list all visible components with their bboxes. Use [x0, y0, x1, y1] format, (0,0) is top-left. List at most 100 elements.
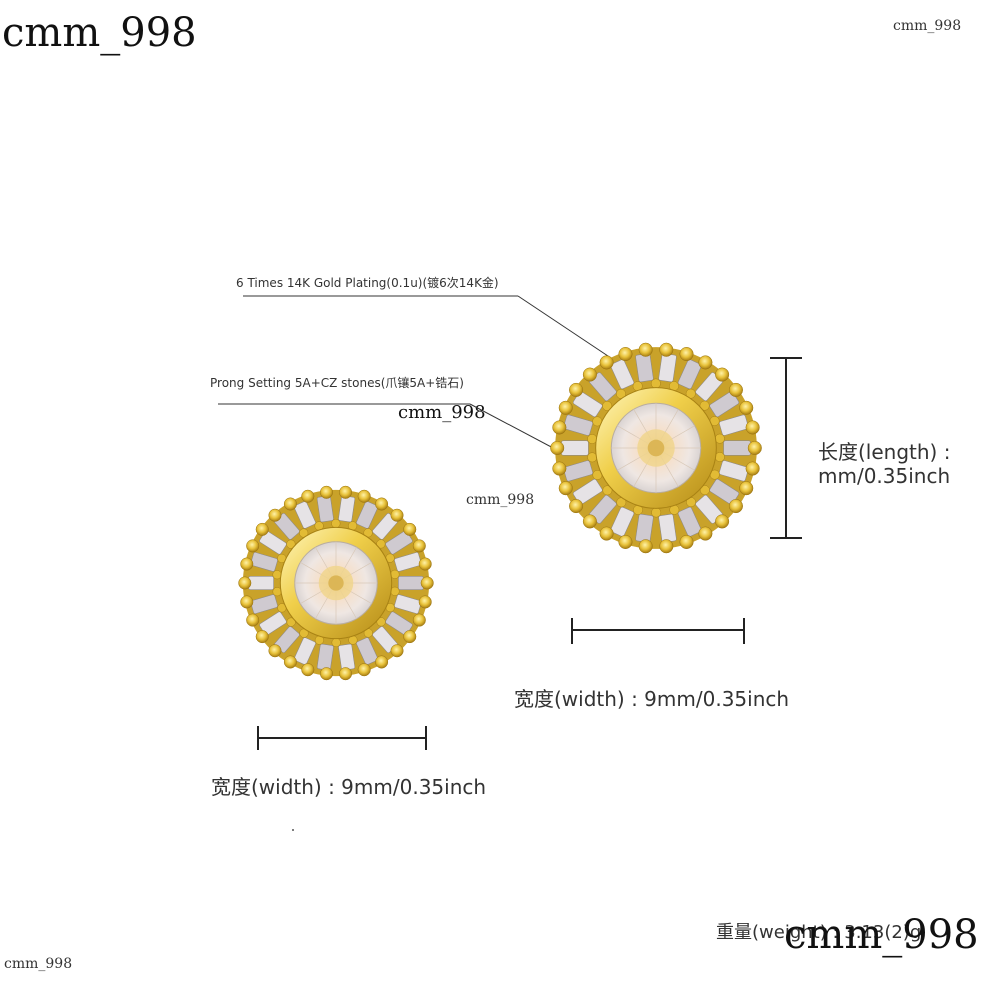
gold-prong-bead: [569, 382, 584, 397]
watermark-center-2: cmm_998: [466, 492, 535, 508]
plating-leader-line: [243, 295, 645, 381]
gold-prong-bead: [698, 526, 713, 541]
gold-prong-bead: [246, 613, 260, 627]
gold-prong-bead: [558, 481, 573, 496]
weight-label: 重量(weight) : 3.13(2)g: [716, 922, 922, 943]
gold-prong-bead: [745, 420, 760, 435]
gold-prong-bead: [357, 489, 371, 503]
gold-prong-bead: [728, 499, 743, 514]
pave-stone: [610, 506, 635, 537]
gold-prong-bead: [569, 499, 584, 514]
gold-prong-bead: [550, 440, 565, 456]
gold-prong-bead: [659, 342, 674, 357]
pave-stone: [293, 637, 316, 665]
gold-prong-bead: [745, 461, 760, 476]
gold-prong-bead: [390, 508, 404, 522]
gold-prong-bead: [390, 644, 404, 658]
width-right-dimension-line: [571, 618, 745, 644]
watermark-bottom-right: cmm_998: [784, 912, 979, 958]
gold-prong-bead: [319, 667, 333, 681]
gold-prong-bead: [599, 355, 614, 370]
gold-prong-bead: [739, 400, 754, 415]
gold-prong-bead: [728, 382, 743, 397]
pave-stone: [250, 594, 278, 614]
gold-prong-bead: [558, 400, 573, 415]
pave-stone: [610, 359, 635, 390]
gold-prong-bead: [301, 663, 315, 677]
width-left-label: 宽度(width) : 9mm/0.35inch: [211, 775, 487, 799]
gold-prong-bead: [747, 440, 762, 456]
gold-prong-bead: [698, 355, 713, 370]
left-earring-image: [238, 485, 434, 681]
pave-stone: [719, 460, 749, 482]
plating-annotation: 6 Times 14K Gold Plating(0.1u)(镀6次14K金): [236, 276, 499, 290]
gold-prong-bead: [418, 557, 432, 571]
gold-prong-bead: [301, 489, 315, 503]
gold-prong-bead: [599, 526, 614, 541]
pave-stone: [293, 501, 316, 529]
gold-prong-bead: [255, 630, 269, 644]
gold-prong-bead: [240, 557, 254, 571]
gold-prong-bead: [412, 539, 426, 553]
gold-prong-bead: [246, 539, 260, 553]
gold-prong-bead: [659, 539, 674, 554]
width-left-dimension-line: [257, 726, 427, 750]
watermark-top-right: cmm_998: [893, 18, 962, 34]
gold-prong-bead: [618, 534, 633, 549]
gold-prong-bead: [582, 514, 597, 529]
pave-stone: [356, 501, 379, 529]
pave-stone: [250, 552, 278, 572]
gold-prong-bead: [268, 508, 282, 522]
pave-stone: [723, 440, 751, 456]
pave-stone: [563, 414, 593, 436]
gold-prong-bead: [357, 663, 371, 677]
length-label: 长度(length) :: [818, 440, 951, 464]
gold-prong-bead: [739, 481, 754, 496]
length-value: mm/0.35inch: [818, 464, 951, 488]
gold-prong-bead: [582, 367, 597, 382]
gold-prong-bead: [638, 539, 653, 554]
gold-prong-bead: [715, 367, 730, 382]
pave-stone: [719, 414, 749, 436]
setting-leader-line: [218, 403, 573, 459]
gold-prong-bead: [283, 497, 297, 511]
gold-prong-bead: [418, 595, 432, 609]
gold-prong-bead: [403, 522, 417, 536]
gold-prong-bead: [679, 347, 694, 362]
pave-stone: [394, 594, 422, 614]
pave-stone: [394, 552, 422, 572]
pave-stone: [398, 575, 424, 591]
pave-stone: [561, 440, 589, 456]
pave-stone: [677, 359, 702, 390]
gold-prong-bead: [552, 461, 567, 476]
watermark-bottom-left: cmm_998: [4, 956, 73, 972]
watermark-center-1: cmm_998: [398, 402, 486, 423]
gold-prong-bead: [255, 522, 269, 536]
gold-prong-bead: [319, 485, 333, 499]
gold-prong-bead: [679, 534, 694, 549]
gold-prong-bead: [638, 342, 653, 357]
gold-prong-bead: [618, 347, 633, 362]
gold-prong-bead: [412, 613, 426, 627]
pave-stone: [677, 506, 702, 537]
gold-prong-bead: [420, 576, 434, 590]
gold-prong-bead: [339, 667, 353, 681]
gold-prong-bead: [552, 420, 567, 435]
pave-stone: [563, 460, 593, 482]
pave-stone: [248, 575, 274, 591]
gold-prong-bead: [375, 655, 389, 669]
gold-prong-bead: [283, 655, 297, 669]
gold-prong-bead: [240, 595, 254, 609]
width-right-label: 宽度(width) : 9mm/0.35inch: [514, 687, 790, 711]
gold-prong-bead: [339, 485, 353, 499]
speck: [292, 829, 294, 831]
gold-prong-bead: [238, 576, 252, 590]
setting-annotation: Prong Setting 5A+CZ stones(爪镶5A+锆石): [210, 376, 464, 390]
gold-prong-bead: [375, 497, 389, 511]
watermark-top-left: cmm_998: [2, 10, 197, 56]
gold-prong-bead: [403, 630, 417, 644]
gold-prong-bead: [268, 644, 282, 658]
pave-stone: [356, 637, 379, 665]
length-dimension-line: [770, 357, 802, 539]
